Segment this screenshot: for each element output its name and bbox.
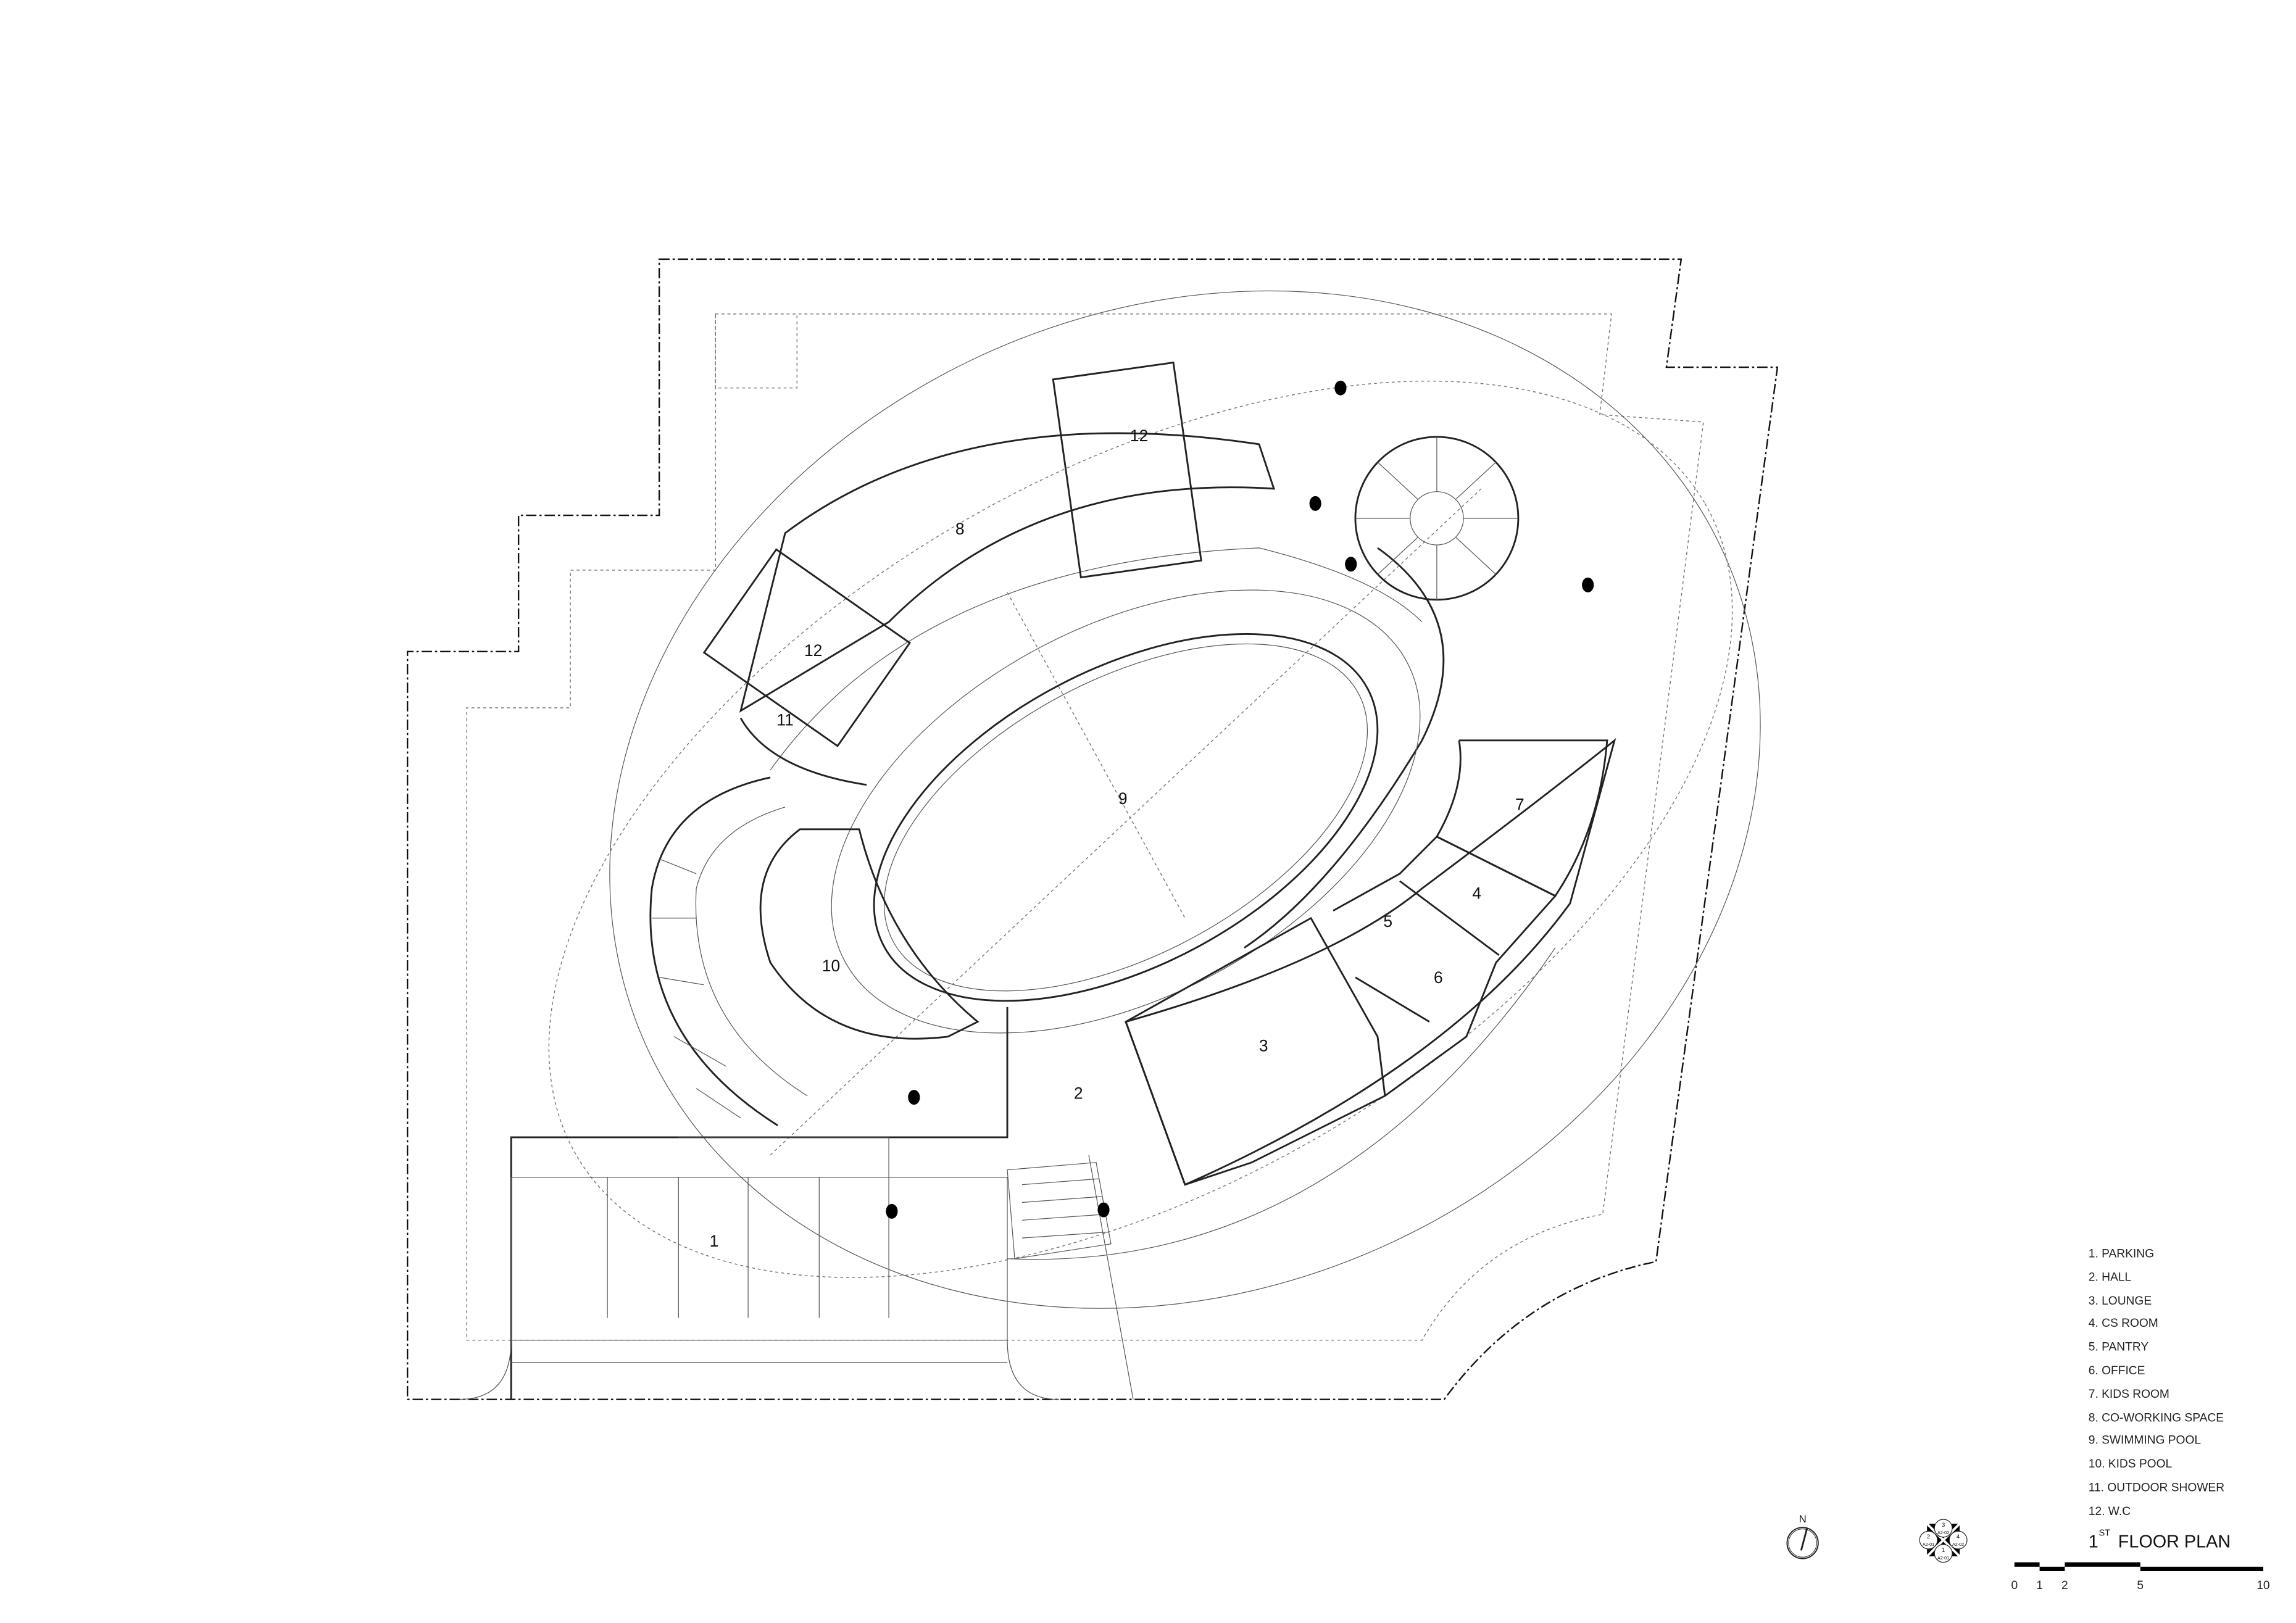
wc-block-north <box>1052 361 1202 579</box>
stair-treads <box>1355 436 1518 600</box>
kids-room <box>1435 739 1608 897</box>
section-top-num: 3 <box>1942 1522 1945 1529</box>
spiral-staircase-core <box>1410 491 1464 546</box>
kids-pool <box>759 828 980 1040</box>
drawing-title: 1 ST FLOOR PLAN <box>2089 1528 2231 1551</box>
scale-tick: 1 <box>2036 1579 2043 1592</box>
room-label-office: 6 <box>1434 968 1443 987</box>
lounge-room <box>1125 916 1386 1186</box>
legend-item: 3. LOUNGE <box>2089 1295 2152 1308</box>
north-arrow-needle <box>1800 1528 1808 1551</box>
legend-item: 2. HALL <box>2089 1271 2132 1284</box>
pool-deck-ring <box>831 589 1421 1034</box>
legend-item: 9. SWIMMING POOL <box>2089 1434 2202 1447</box>
room-divider <box>1399 880 1500 956</box>
room-label-cs-room: 4 <box>1472 884 1481 902</box>
legend-item: 5. PANTRY <box>2089 1340 2149 1353</box>
section-bottom-sheet: A2-01 <box>1937 1555 1949 1561</box>
room-divider <box>1355 976 1430 1023</box>
legend-item: 6. OFFICE <box>2089 1364 2145 1377</box>
room-label-outdoor-shower: 11 <box>776 711 793 729</box>
room-label-lounge: 3 <box>1259 1037 1268 1055</box>
landscape-ellipse-outer <box>609 290 1761 1309</box>
entrance-axis <box>1088 1155 1134 1400</box>
outdoor-shower-area <box>739 718 867 786</box>
section-bottom-num: 1 <box>1942 1547 1945 1554</box>
south-band <box>1125 737 1616 1186</box>
parking-bays <box>607 1137 889 1318</box>
legend-item: 10. KIDS POOL <box>2089 1458 2173 1471</box>
scale-tick: 0 <box>2011 1579 2018 1592</box>
upper-dotted-box <box>715 313 798 389</box>
setback-line <box>466 313 1704 1341</box>
kids-pool-surround-inner <box>695 807 808 1097</box>
room-label-swimming-pool: 9 <box>1118 789 1128 808</box>
section-top-sheet: A2-02 <box>1937 1530 1949 1535</box>
parking-area <box>510 1177 1008 1341</box>
scale-tick: 2 <box>2061 1579 2068 1592</box>
site-boundary <box>406 258 1779 1400</box>
entrance-steps <box>1007 1162 1112 1260</box>
room-label-wc-west: 12 <box>804 641 822 660</box>
legend-item: 1. PARKING <box>2089 1247 2154 1260</box>
column <box>1582 577 1594 592</box>
section-right-sheet: A2-02 <box>1952 1542 1964 1547</box>
column <box>1097 1202 1110 1218</box>
room-label-pantry: 5 <box>1383 912 1392 931</box>
section-key: 3 A2-02 2 A2-01 4 A2-02 1 A2-01 <box>1919 1519 1968 1563</box>
legend: 1. PARKING 2. HALL 3. LOUNGE 4. CS ROOM … <box>2089 1247 2224 1518</box>
landscape-ellipse <box>548 380 1733 1278</box>
north-arrow-circle <box>1786 1527 1819 1559</box>
north-label: N <box>1799 1513 1807 1525</box>
column <box>886 1203 898 1219</box>
title-superscript: ST <box>2099 1528 2111 1538</box>
room-label-kids-room: 7 <box>1515 795 1524 813</box>
legend-item: 12. W.C <box>2089 1505 2131 1518</box>
kids-pool-surround <box>649 776 778 1126</box>
room-label-kids-pool: 10 <box>822 957 840 975</box>
legend-item: 11. OUTDOOR SHOWER <box>2089 1481 2224 1494</box>
scale-tick: 10 <box>2256 1579 2269 1592</box>
pool-axis-line <box>770 488 1482 1156</box>
pool-axis-line <box>1007 592 1186 919</box>
north-arrow: N <box>1786 1513 1819 1559</box>
driveway <box>459 1340 1060 1400</box>
east-band <box>1244 547 1445 948</box>
room-label-wc-north: 12 <box>1130 426 1148 445</box>
legend-item: 8. CO-WORKING SPACE <box>2089 1412 2224 1425</box>
section-left-num: 2 <box>1927 1534 1930 1540</box>
section-left-sheet: A2-01 <box>1923 1542 1934 1547</box>
swimming-pool <box>873 633 1379 1002</box>
pantry-office-cs-rooms <box>1333 836 1557 1097</box>
wc-block-west <box>702 548 912 747</box>
room-label-parking: 1 <box>710 1232 719 1250</box>
swimming-pool-edge <box>883 643 1368 992</box>
legend-item: 4. CS ROOM <box>2089 1317 2158 1330</box>
room-label-coworking: 8 <box>955 520 965 538</box>
coworking-band <box>739 432 1276 713</box>
column <box>1309 496 1321 511</box>
scale-tick: 5 <box>2137 1579 2144 1592</box>
section-right-num: 4 <box>1957 1534 1960 1540</box>
scale-bar: 0 1 2 5 10 <box>2011 1562 2270 1592</box>
room-label-hall: 2 <box>1074 1084 1083 1102</box>
column <box>1334 380 1347 396</box>
column <box>908 1090 920 1105</box>
title-text: FLOOR PLAN <box>2118 1532 2231 1552</box>
south-outer-arc <box>1007 947 1556 1260</box>
column <box>1345 557 1357 572</box>
coworking-inner-arc <box>770 547 1423 771</box>
title-number: 1 <box>2089 1532 2098 1552</box>
legend-item: 7. KIDS ROOM <box>2089 1388 2169 1401</box>
bleacher-steps <box>652 858 741 1119</box>
